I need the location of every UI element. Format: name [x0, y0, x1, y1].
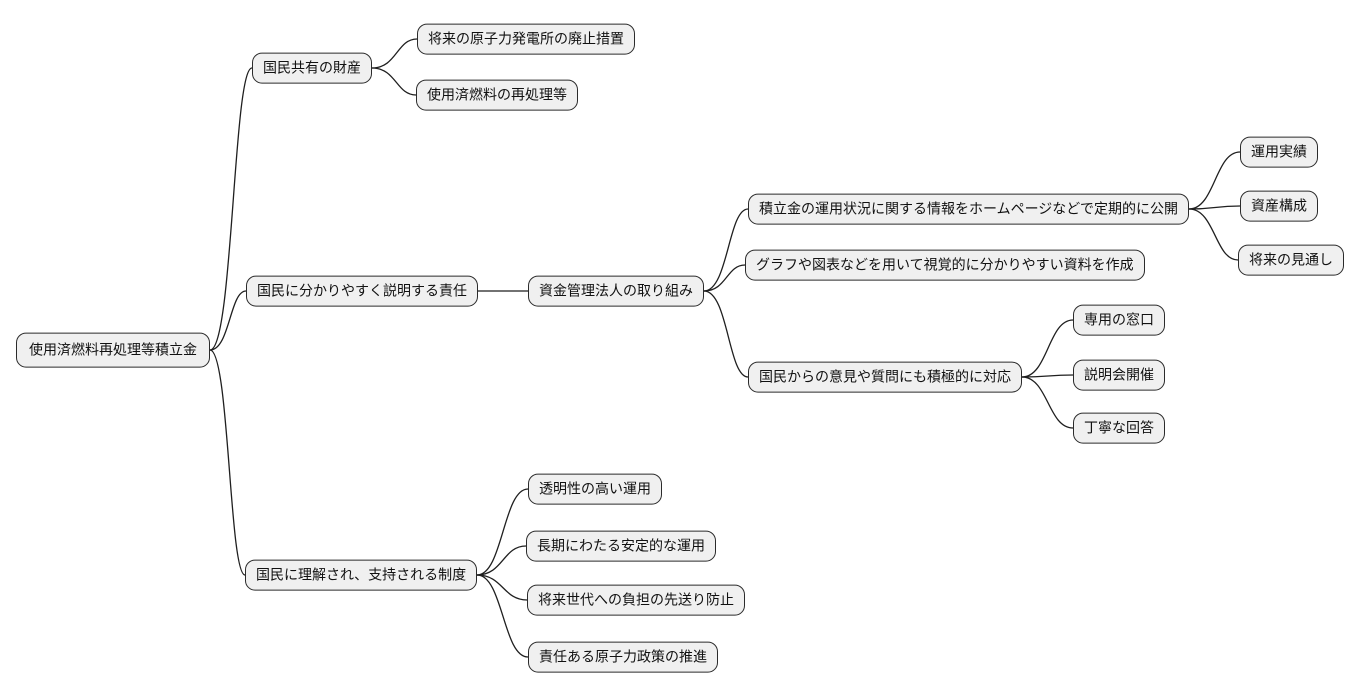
mindmap-node: 資産構成	[1240, 190, 1318, 222]
mindmap-edge	[209, 67, 253, 351]
mindmap-edge	[703, 264, 746, 292]
mindmap-edge	[209, 290, 247, 351]
mindmap-node: 専用の窓口	[1073, 304, 1165, 336]
mindmap-node: 丁寧な回答	[1073, 412, 1165, 444]
mindmap-node: 透明性の高い運用	[528, 473, 662, 505]
mindmap-edge	[476, 574, 528, 601]
mindmap-edge	[476, 574, 529, 658]
mindmap-edge	[371, 38, 418, 69]
mindmap-node: 積立金の運用状況に関する情報をホームページなどで定期的に公開	[748, 193, 1190, 225]
mindmap-node: 国民共有の財産	[252, 52, 372, 84]
mindmap-node: グラフや図表などを用いて視覚的に分かりやすい資料を作成	[745, 249, 1145, 281]
mindmap-edge	[476, 488, 529, 576]
mindmap-edge	[1021, 374, 1074, 378]
mindmap-node: 国民に理解され、支持される制度	[245, 559, 478, 591]
mindmap-node: 国民に分かりやすく説明する責任	[246, 275, 478, 307]
mindmap-node: 資金管理法人の取り組み	[528, 275, 704, 307]
mindmap-node: 説明会開催	[1073, 359, 1165, 391]
mindmap-edge	[209, 349, 246, 576]
mindmap-edge	[1021, 376, 1074, 429]
mindmap-edge	[703, 208, 749, 292]
mindmap-edge	[1021, 319, 1074, 378]
mindmap-node: 使用済燃料の再処理等	[416, 79, 578, 111]
mindmap-node: 将来の見通し	[1238, 244, 1344, 276]
mindmap-edge	[1188, 208, 1239, 261]
mindmap-edge	[1188, 151, 1241, 210]
mindmap-edge	[476, 545, 527, 576]
mindmap-node: 国民からの意見や質問にも積極的に対応	[748, 361, 1022, 393]
mindmap-edge	[703, 290, 749, 378]
mindmap-node: 長期にわたる安定的な運用	[526, 530, 716, 562]
mindmap-node: 将来世代への負担の先送り防止	[527, 584, 745, 616]
mindmap-node: 責任ある原子力政策の推進	[528, 641, 718, 673]
mindmap-root-node: 使用済燃料再処理等積立金	[16, 332, 210, 368]
mindmap-edge	[1188, 205, 1241, 210]
mindmap-node: 運用実績	[1240, 136, 1318, 168]
mindmap-edge	[371, 67, 417, 96]
mindmap-node: 将来の原子力発電所の廃止措置	[417, 23, 635, 55]
